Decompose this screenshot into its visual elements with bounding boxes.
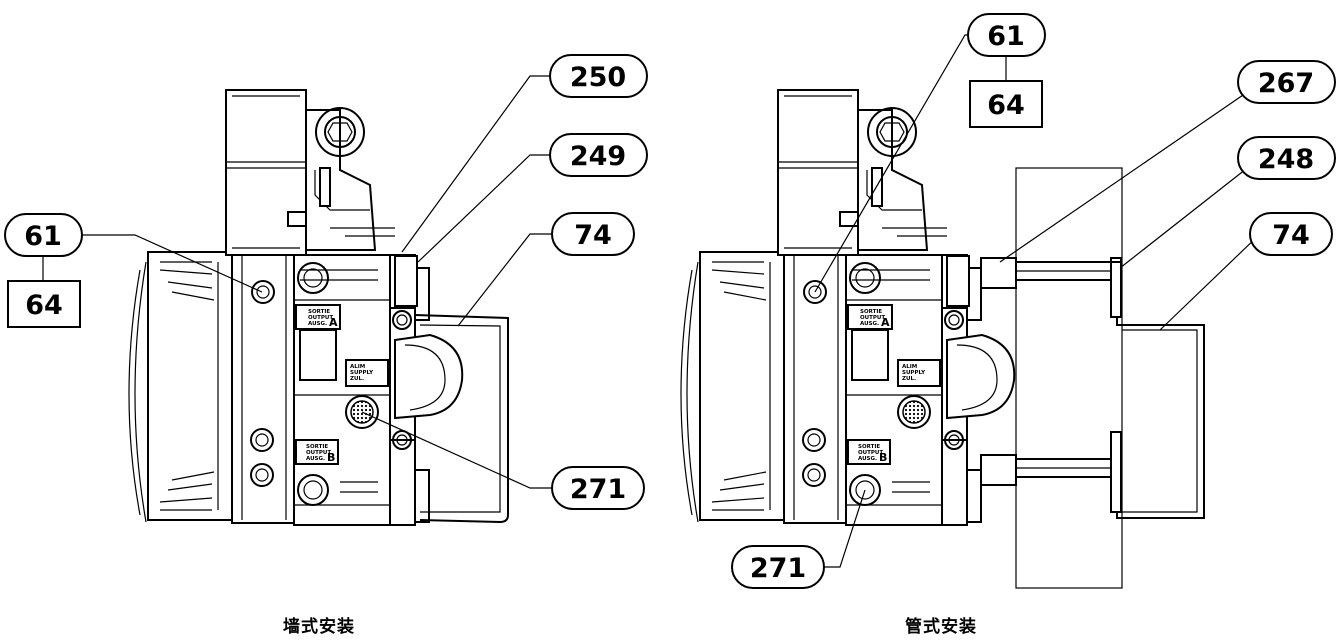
port-output-b-label: SORTIE OUTPUT AUSG. B [858, 444, 887, 464]
callout-250: 250 [549, 54, 648, 98]
svg-text:OUTPUT: OUTPUT [308, 315, 333, 321]
callout-249: 249 [549, 133, 648, 177]
port-supply-label: ALIM SUPPLY ZUL. [902, 364, 926, 382]
svg-text:61: 61 [987, 21, 1025, 52]
svg-text:ZUL.: ZUL. [350, 376, 364, 382]
svg-text:OUTPUT: OUTPUT [858, 450, 883, 456]
mounting-pipe [1015, 167, 1123, 589]
port-output-a-label: SORTIE OUTPUT AUSG. A [308, 309, 338, 329]
svg-text:64: 64 [25, 290, 63, 321]
callout-74-left: 74 [551, 212, 635, 256]
svg-text:A: A [881, 316, 890, 329]
svg-text:74: 74 [1272, 220, 1310, 251]
svg-text:74: 74 [574, 220, 612, 251]
svg-text:248: 248 [1258, 144, 1314, 175]
pipe-clamp-bracket [1116, 312, 1205, 519]
svg-text:ALIM: ALIM [902, 364, 917, 370]
callout-271-right: 271 [731, 545, 825, 589]
lower-stud [980, 454, 1122, 486]
callout-248: 248 [1237, 136, 1336, 180]
svg-text:AUSG.: AUSG. [858, 456, 877, 462]
wall-bracket [414, 314, 509, 524]
svg-text:AUSG.: AUSG. [306, 456, 325, 462]
svg-text:B: B [327, 451, 335, 464]
callout-61-right: 61 [967, 13, 1046, 57]
svg-text:SORTIE: SORTIE [308, 309, 330, 315]
upper-stud [980, 257, 1122, 289]
caption-wall-mount: 墙式安装 [283, 617, 355, 637]
svg-text:OUTPUT: OUTPUT [306, 450, 331, 456]
svg-text:AUSG.: AUSG. [308, 321, 327, 327]
svg-text:B: B [879, 451, 887, 464]
left-leader-lines [42, 75, 552, 489]
caption-pipe-mount: 管式安装 [905, 617, 977, 637]
callout-271-left: 271 [551, 466, 645, 510]
svg-text:250: 250 [570, 62, 626, 93]
port-supply-label: ALIM SUPPLY ZUL. [350, 364, 374, 382]
svg-text:SORTIE: SORTIE [860, 309, 882, 315]
svg-text:ZUL.: ZUL. [902, 376, 916, 382]
svg-text:SUPPLY: SUPPLY [902, 370, 926, 376]
svg-text:64: 64 [987, 90, 1025, 121]
svg-text:SUPPLY: SUPPLY [350, 370, 374, 376]
svg-text:SORTIE: SORTIE [858, 444, 880, 450]
svg-text:SORTIE: SORTIE [306, 444, 328, 450]
svg-text:61: 61 [24, 221, 62, 252]
port-output-b-label: SORTIE OUTPUT AUSG. B [306, 444, 335, 464]
callout-267: 267 [1237, 60, 1336, 104]
callout-64-left: 64 [7, 280, 81, 328]
svg-text:249: 249 [570, 141, 626, 172]
svg-text:OUTPUT: OUTPUT [860, 315, 885, 321]
callout-74-right: 74 [1249, 212, 1333, 256]
callout-64-right: 64 [969, 80, 1043, 128]
svg-text:AUSG.: AUSG. [860, 321, 879, 327]
pipe-mount-assembly: SORTIE OUTPUT AUSG. A ALIM SUPPLY ZUL. S… [680, 89, 1205, 589]
svg-text:271: 271 [750, 553, 806, 584]
wall-mount-assembly: SORTIE OUTPUT AUSG. A ALIM SUPPLY ZUL. S… [128, 89, 509, 526]
port-output-a-label: SORTIE OUTPUT AUSG. A [860, 309, 890, 329]
svg-text:271: 271 [570, 474, 626, 505]
svg-text:ALIM: ALIM [350, 364, 365, 370]
svg-text:267: 267 [1258, 68, 1314, 99]
svg-text:A: A [329, 316, 338, 329]
callout-61-left: 61 [4, 213, 83, 257]
